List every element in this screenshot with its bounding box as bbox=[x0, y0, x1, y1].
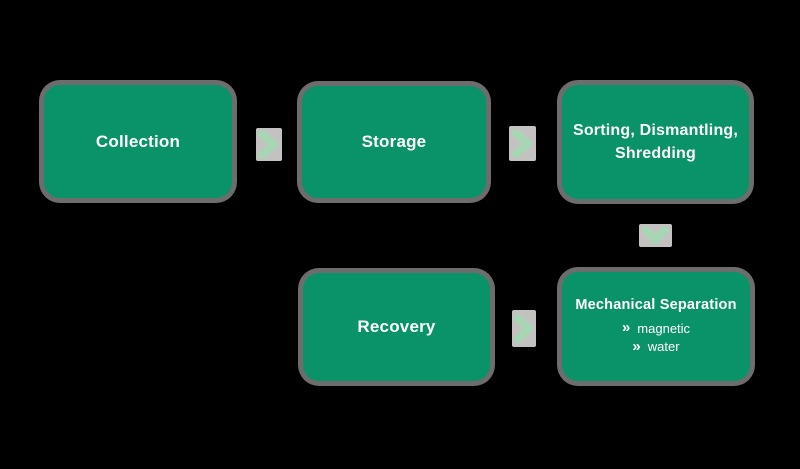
chevron-right-icon bbox=[258, 130, 278, 159]
node-recovery-label: Recovery bbox=[357, 317, 436, 336]
mechanical-separation-item-magnetic: » magnetic bbox=[622, 320, 690, 338]
item-water-label: water bbox=[647, 339, 680, 354]
item-magnetic-label: magnetic bbox=[637, 320, 691, 336]
connector-recovery-mechanical-separation bbox=[512, 310, 536, 347]
connector-storage-sorting bbox=[509, 126, 536, 161]
double-chevron-right-icon: » bbox=[621, 319, 631, 337]
node-mechanical-separation-label: Mechanical Separation bbox=[575, 296, 737, 313]
connector-collection-storage bbox=[256, 128, 282, 161]
node-sorting-dismantling-shredding: Sorting, Dismantling, Shredding bbox=[562, 85, 749, 199]
node-mechanical-separation: Mechanical Separation » magnetic » water bbox=[562, 272, 750, 381]
node-sorting-label: Sorting, Dismantling, Shredding bbox=[572, 121, 739, 162]
node-recovery: Recovery bbox=[303, 273, 490, 381]
connector-sorting-mechanical-separation bbox=[639, 224, 672, 247]
chevron-right-icon bbox=[514, 314, 533, 343]
node-collection-label: Collection bbox=[95, 131, 181, 151]
chevron-right-icon bbox=[512, 129, 532, 158]
double-chevron-right-icon: » bbox=[632, 337, 641, 355]
node-collection: Collection bbox=[44, 85, 232, 198]
node-storage-label: Storage bbox=[361, 132, 427, 151]
chevron-down-icon bbox=[642, 226, 669, 244]
mechanical-separation-item-water: » water bbox=[632, 338, 679, 356]
node-storage: Storage bbox=[302, 86, 486, 198]
